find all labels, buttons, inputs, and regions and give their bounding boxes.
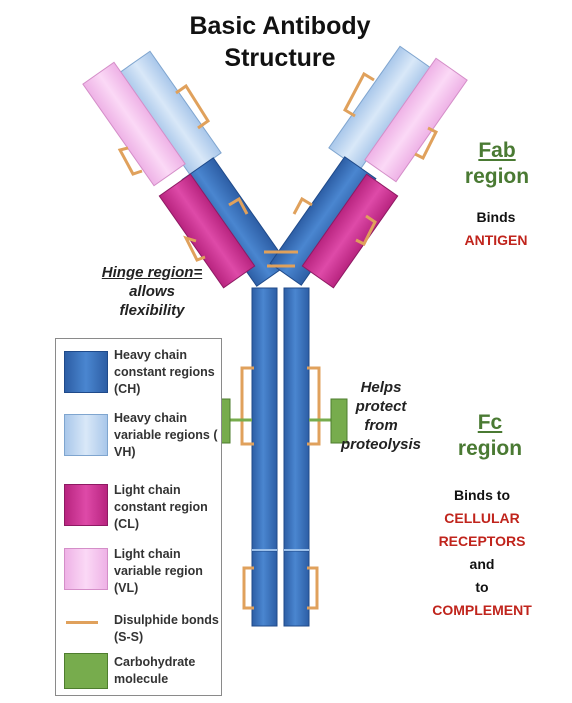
heavy-chain-constant-region	[283, 287, 310, 551]
proteolysis-note-line-3: from	[364, 417, 398, 434]
proteolysis-note-line-2: protect	[355, 398, 407, 415]
heavy-chain-constant-swatch	[64, 351, 108, 393]
hinge-note-line-2: allows	[129, 283, 175, 300]
legend-label: Light chain constant region (CL)	[114, 483, 208, 531]
proteolysis-note: Helps protect from proteolysis	[334, 378, 428, 454]
light-chain-variable-swatch	[64, 548, 108, 590]
disulphide-bond	[175, 83, 211, 130]
fc-desc-line-6: COMPLEMENT	[432, 602, 532, 618]
fab-desc-line-1: Binds	[476, 209, 516, 225]
legend-label: Carbohydrate molecule	[114, 655, 196, 686]
disulphide-bond	[355, 214, 377, 247]
fab-title-line-2: region	[464, 165, 530, 188]
disulphide-bond	[307, 366, 321, 446]
fc-desc-line-2: CELLULAR	[444, 510, 520, 526]
disulphide-bond	[228, 196, 249, 215]
hinge-note-line-3: flexibility	[119, 302, 185, 319]
legend-label: Disulphide bonds (S-S)	[114, 613, 219, 644]
right-fab-arm	[269, 45, 468, 289]
carbohydrate-molecule	[330, 398, 348, 444]
fc-region-description: Binds to CELLULAR RECEPTORS and to COMPL…	[410, 484, 554, 622]
light-chain-constant-swatch	[64, 484, 108, 526]
left-fab-arm	[82, 50, 289, 289]
fab-desc-line-2: ANTIGEN	[464, 232, 528, 248]
hinge-disulphide-bonds	[264, 250, 298, 268]
disulphide-bond	[307, 566, 319, 610]
legend-label: Light chain variable region (VL)	[114, 547, 203, 595]
legend-label: Heavy chain constant regions (CH)	[114, 348, 215, 396]
hinge-region-note: Hinge region= allows flexibility	[82, 263, 222, 320]
diagram-title: Basic Antibody Structure	[140, 10, 420, 74]
heavy-chain-constant-region	[251, 550, 278, 627]
heavy-chain-constant-region	[283, 550, 310, 627]
light-chain-variable-region	[82, 61, 186, 187]
fc-desc-line-4: and	[469, 556, 495, 572]
disulphide-bond-swatch	[66, 621, 98, 624]
fc-title-line-1: Fc	[477, 411, 503, 434]
fc-desc-line-1: Binds to	[454, 487, 510, 503]
carbohydrate-swatch	[64, 653, 108, 689]
heavy-chain-variable-swatch	[64, 414, 108, 456]
hinge-note-line-1: Hinge region=	[101, 264, 203, 281]
fc-stem	[213, 287, 348, 627]
disulphide-bond	[292, 196, 313, 215]
light-chain-constant-region	[158, 173, 256, 289]
disulphide-bond	[117, 146, 143, 176]
fc-region-title: Fc region	[440, 410, 540, 462]
title-line-2: Structure	[224, 44, 336, 72]
fc-desc-line-3: RECEPTORS	[438, 533, 526, 549]
disulphide-bond	[343, 71, 375, 118]
legend-label: Heavy chain variable regions ( VH)	[114, 411, 218, 459]
heavy-chain-constant-region	[251, 287, 278, 551]
fab-region-title: Fab region	[452, 138, 542, 190]
proteolysis-note-line-4: proteolysis	[340, 436, 422, 453]
fab-title-line-1: Fab	[478, 139, 516, 162]
title-line-1: Basic Antibody	[189, 12, 371, 40]
fc-desc-line-5: to	[475, 579, 489, 595]
disulphide-bond	[242, 566, 254, 610]
fc-title-line-2: region	[457, 437, 523, 460]
fab-region-description: Binds ANTIGEN	[440, 206, 552, 252]
legend: Heavy chain constant regions (CH) Heavy …	[55, 338, 222, 696]
proteolysis-note-line-1: Helps	[360, 379, 402, 396]
disulphide-bond	[414, 126, 439, 161]
disulphide-bond	[183, 235, 206, 262]
disulphide-bond	[240, 366, 254, 446]
